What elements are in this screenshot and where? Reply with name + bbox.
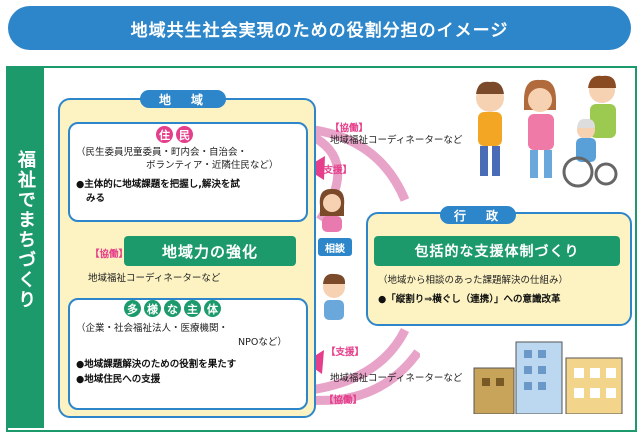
government-buildings-illustration xyxy=(473,341,623,414)
residents-role-2: みる xyxy=(86,193,106,204)
residents-heading: 住 民 xyxy=(156,126,193,143)
heading-char: な xyxy=(164,300,181,317)
residents-role-1: ●主体的に地域課題を把握し,解決を試 xyxy=(76,179,240,190)
administration-point: ●「縦割り⇒横ぐし（連携）」への意識改革 xyxy=(378,294,561,305)
region-label: 地 域 xyxy=(140,90,226,108)
side-band xyxy=(6,66,44,428)
heading-char: 体 xyxy=(204,300,221,317)
residents-members: （民生委員児童委員・町内会・自治会・ xyxy=(76,147,248,158)
heading-char: 住 xyxy=(156,126,173,143)
collab-tag-left: 【協働】 xyxy=(90,249,129,260)
flow-support-top: 【支援】 xyxy=(314,165,353,176)
side-label: 福祉でまちづくり xyxy=(15,150,36,310)
administration-note: （地域から相談のあった課題解決の仕組み） xyxy=(378,275,569,286)
actors-heading: 多 様 な 主 体 xyxy=(124,300,221,317)
flow-support-bottom: 【支援】 xyxy=(326,347,365,358)
region-strength-banner: 地域力の強化 xyxy=(124,236,296,266)
community-people-illustration xyxy=(476,75,618,188)
staff-woman-icon xyxy=(319,188,345,232)
consult-label: 相談 xyxy=(318,238,352,256)
flow-coordinator-bottom: 地域福祉コーディネーターなど xyxy=(330,373,463,384)
flow-collab-top: 【協働】 xyxy=(330,123,369,134)
region-coordinator: 地域福祉コーディネーターなど xyxy=(88,273,221,284)
flow-collab-bottom: 【協働】 xyxy=(324,395,363,406)
administration-label: 行 政 xyxy=(440,206,516,224)
actors-box xyxy=(68,298,308,410)
heading-char: 主 xyxy=(184,300,201,317)
page-title: 地域共生社会実現のための役割分担のイメージ xyxy=(8,6,631,50)
administration-box xyxy=(366,212,632,326)
residents-box xyxy=(68,122,308,222)
heading-char: 民 xyxy=(176,126,193,143)
heading-char: 多 xyxy=(124,300,141,317)
actors-role-2: ●地域住民への支援 xyxy=(76,374,161,385)
residents-members-2: ボランティア・近隣住民など） xyxy=(146,160,279,171)
administration-banner: 包括的な支援体制づくり xyxy=(374,236,620,266)
actors-role-1: ●地域課題解決のための役割を果たす xyxy=(76,359,237,370)
staff-man-icon xyxy=(323,273,346,320)
flow-coordinator-top: 地域福祉コーディネーターなど xyxy=(330,135,463,146)
heading-char: 様 xyxy=(144,300,161,317)
actors-members: （企業・社会福祉法人・医療機関・ xyxy=(76,323,229,334)
actors-members-2: NPOなど） xyxy=(238,337,287,348)
